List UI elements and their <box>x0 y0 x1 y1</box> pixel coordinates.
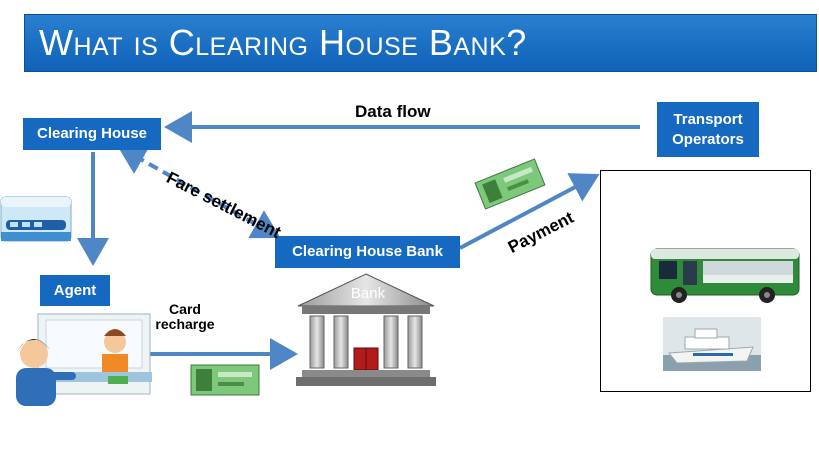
banknote-icon-recharge <box>190 364 260 396</box>
bank-building-icon <box>296 273 436 386</box>
ferry-icon <box>663 317 761 371</box>
page-title: What is Clearing House Bank? <box>39 22 527 63</box>
agent-label: Agent <box>53 281 97 299</box>
agent-node: Agent <box>40 275 110 306</box>
card-recharge-label-line2: recharge <box>155 316 215 332</box>
agent-counter-scene-icon <box>16 313 152 406</box>
card-recharge-label-line1: Card <box>169 301 201 317</box>
payment-arrow <box>459 173 600 250</box>
clearing-house-bank-label: Clearing House Bank <box>292 243 443 260</box>
bus-icon <box>650 248 800 303</box>
clearing-house-node: Clearing House <box>23 118 161 150</box>
banknote-icon-payment <box>474 158 546 210</box>
clearing-house-label: Clearing House <box>36 125 148 142</box>
transport-operators-label-line1: Transport <box>673 110 743 128</box>
transport-frame <box>600 170 811 392</box>
data-flow-label: Data flow <box>355 102 431 121</box>
bank-sign-text: Bank <box>350 285 386 302</box>
transport-operators-label-line2: Operators <box>672 130 744 148</box>
title-bar: What is Clearing House Bank? <box>24 14 817 72</box>
card-recharge-label: Card recharge <box>145 302 225 332</box>
clearing-house-bank-node: Clearing House Bank <box>275 236 460 268</box>
rapid-pass-card-icon <box>0 196 72 242</box>
transport-operators-node: Transport Operators <box>657 102 759 157</box>
fare-settlement-arrow <box>117 145 281 239</box>
